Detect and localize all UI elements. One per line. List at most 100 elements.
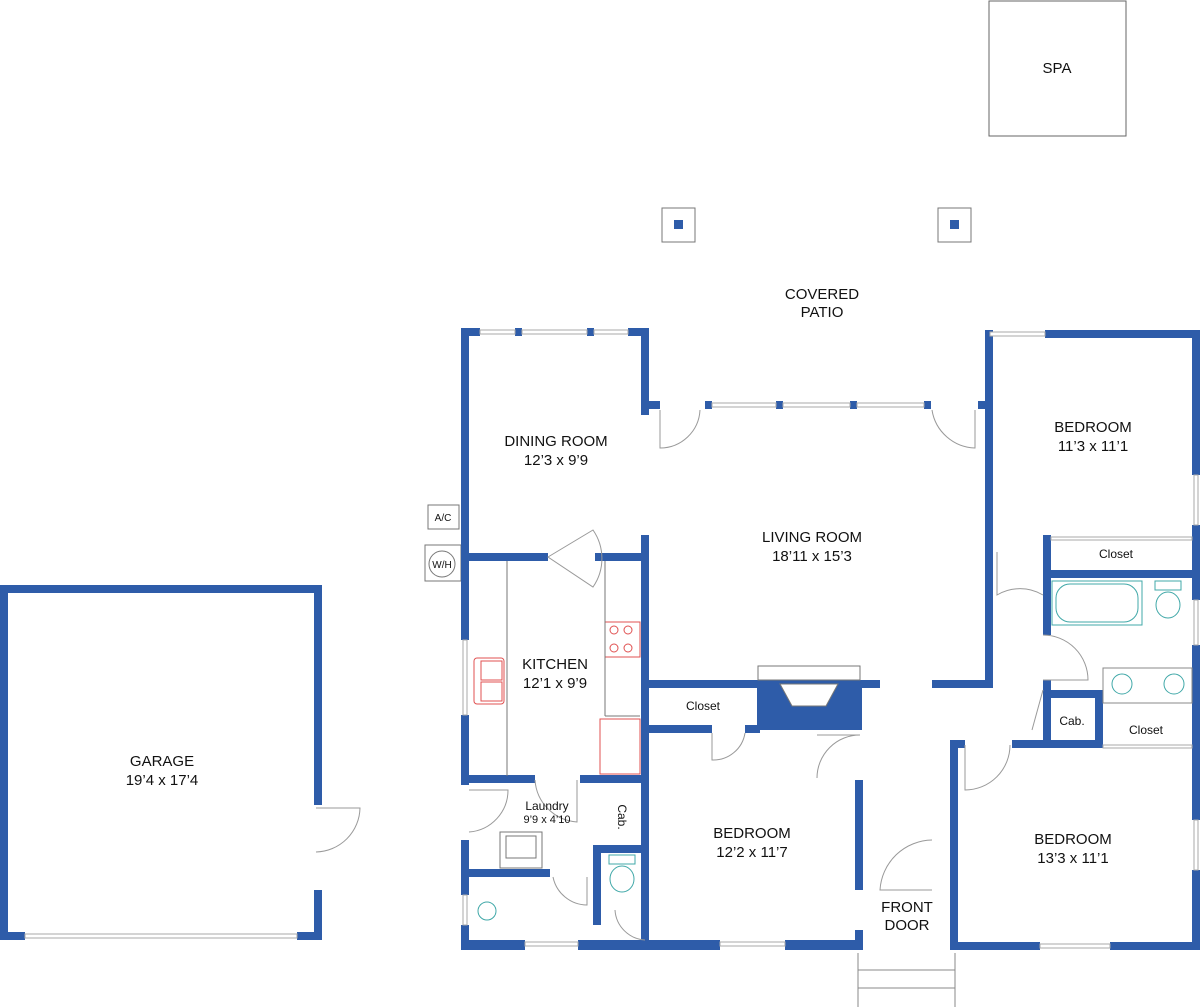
patio-label-2: PATIO	[801, 304, 844, 321]
front-door-label-1: FRONT	[881, 899, 933, 916]
wall	[461, 328, 480, 336]
patio-post	[937, 207, 972, 243]
cab-hall-label: Cab.	[1059, 714, 1084, 728]
laundry-label: Laundry	[525, 799, 568, 813]
wall	[593, 845, 649, 853]
patio-label-1: COVERED	[785, 286, 859, 303]
wall	[1192, 330, 1200, 475]
windows	[24, 329, 1199, 949]
window	[479, 329, 516, 335]
window	[719, 941, 786, 947]
wall	[461, 940, 525, 950]
wall	[1045, 330, 1200, 338]
wall	[595, 553, 649, 561]
wh-label: W/H	[432, 560, 451, 571]
garage-size: 19’4 x 17’4	[126, 772, 199, 789]
window	[856, 402, 925, 408]
window	[711, 402, 777, 408]
wall	[587, 328, 594, 336]
walls	[0, 328, 1200, 950]
spa	[988, 0, 1127, 137]
wall	[950, 942, 1040, 950]
closet-center-label: Closet	[686, 699, 721, 713]
window	[524, 941, 579, 947]
wall	[580, 775, 649, 783]
wall	[461, 328, 469, 640]
wall	[1043, 570, 1200, 578]
window	[1193, 474, 1199, 526]
wall	[314, 890, 322, 940]
window	[521, 329, 588, 335]
wall	[1043, 680, 1051, 748]
window	[1050, 536, 1193, 541]
wall	[0, 585, 8, 940]
wall	[924, 401, 931, 409]
fireplace-icon	[757, 665, 861, 707]
ac-label: A/C	[435, 513, 452, 524]
window	[1193, 819, 1199, 871]
wall	[461, 775, 535, 783]
wall	[461, 553, 548, 561]
wall	[649, 680, 760, 688]
dining-room-size: 12’3 x 9’9	[524, 452, 588, 469]
wall	[461, 840, 469, 895]
wall	[855, 780, 863, 890]
wall	[1192, 870, 1200, 950]
window	[24, 933, 298, 939]
door-swings	[315, 409, 1089, 941]
refrigerator-icon	[599, 718, 641, 775]
living-room-size: 18’11 x 15’3	[772, 548, 852, 565]
garage-label: GARAGE	[130, 753, 194, 770]
window	[989, 331, 1046, 337]
wall	[776, 401, 783, 409]
bathtub-icon	[1051, 580, 1143, 626]
wall	[785, 940, 863, 950]
washer-dryer-icon	[499, 831, 543, 869]
front-door-label-2: DOOR	[885, 917, 930, 934]
wall	[1012, 740, 1103, 748]
spa-label: SPA	[1043, 60, 1072, 77]
wall	[297, 932, 322, 940]
bedroom-ne-size: 11’3 x 11’1	[1058, 438, 1128, 455]
wall	[578, 940, 720, 950]
bedroom-s-size: 12’2 x 11’7	[716, 844, 787, 861]
window	[1193, 599, 1199, 646]
wall	[641, 328, 649, 415]
double-sink-icon	[1102, 667, 1193, 704]
toilet-icon	[608, 854, 636, 893]
wall	[985, 330, 993, 688]
wall	[1095, 690, 1103, 748]
wall	[461, 715, 469, 785]
closet-se-label: Closet	[1129, 723, 1164, 737]
patio-post	[661, 207, 696, 243]
window	[1039, 943, 1111, 949]
wall	[314, 585, 322, 805]
wall	[950, 740, 965, 748]
wall	[1192, 645, 1200, 820]
window	[462, 894, 468, 926]
wall	[641, 535, 649, 945]
stove-icon	[604, 621, 641, 658]
laundry-size: 9’9 x 4’10	[523, 814, 570, 826]
wall	[593, 845, 601, 925]
window	[593, 329, 629, 335]
wall	[860, 680, 880, 688]
living-room-label: LIVING ROOM	[762, 529, 862, 546]
wall	[461, 869, 550, 877]
cab-laundry-label: Cab.	[615, 804, 629, 829]
wall	[461, 925, 469, 950]
wall	[985, 330, 990, 338]
kitchen-sink-icon	[473, 657, 505, 705]
wall	[932, 680, 993, 688]
window	[782, 402, 851, 408]
sink-icon	[477, 901, 497, 921]
kitchen-label: KITCHEN	[522, 656, 588, 673]
wall	[850, 401, 857, 409]
wall	[1043, 535, 1051, 635]
bedroom-se-size: 13’3 x 11’1	[1037, 850, 1108, 867]
wall	[978, 401, 988, 409]
ac-unit	[427, 504, 460, 530]
kitchen-size: 12’1 x 9’9	[523, 675, 587, 692]
window	[462, 639, 468, 716]
